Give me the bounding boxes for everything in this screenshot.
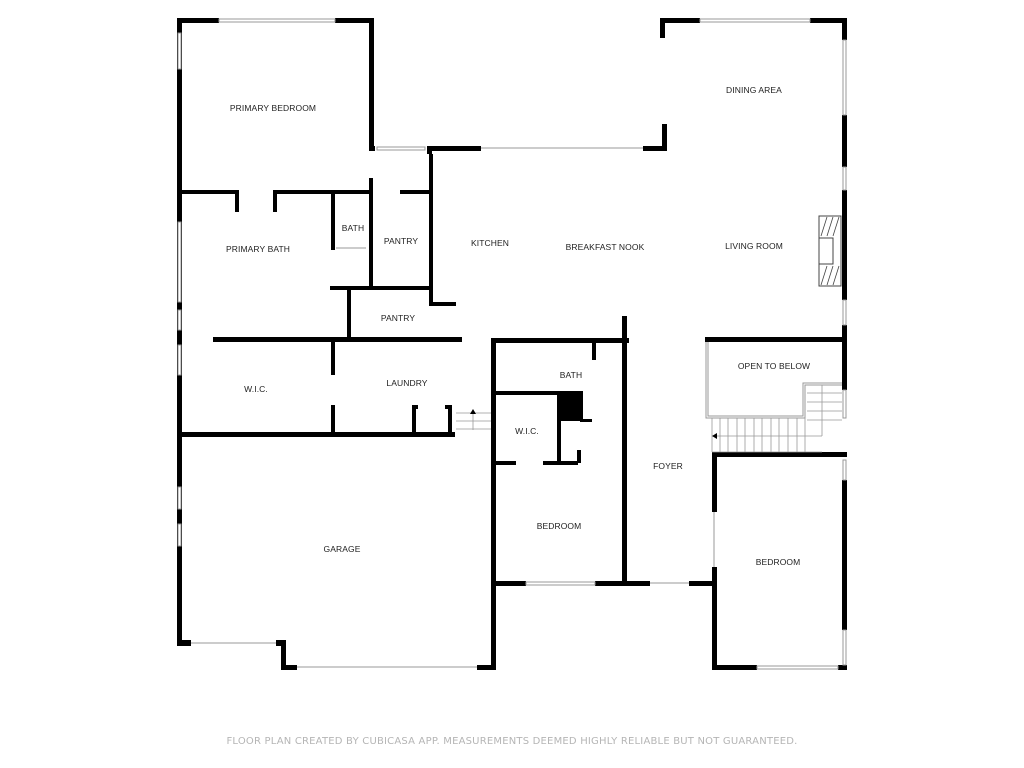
room-label-garage: GARAGE (323, 544, 361, 554)
doors (191, 147, 715, 668)
room-label-primary-bath: PRIMARY BATH (225, 244, 291, 254)
room-label-bedroom-mid: BEDROOM (536, 521, 582, 531)
arrow-icon (470, 409, 717, 439)
room-label-foyer: FOYER (653, 461, 683, 471)
room-label-kitchen: KITCHEN (470, 238, 510, 248)
room-label-breakfast-nook: BREAKFAST NOOK (565, 242, 645, 252)
room-label-bath-small: BATH (341, 223, 365, 233)
room-label-pantry-upper: PANTRY (383, 236, 419, 246)
windows (177, 18, 847, 670)
room-label-open-to-below: OPEN TO BELOW (737, 361, 811, 371)
room-label-pantry-lower: PANTRY (380, 313, 416, 323)
disclaimer-footer: FLOOR PLAN CREATED BY CUBICASA APP. MEAS… (226, 736, 798, 747)
room-label-laundry: LAUNDRY (386, 378, 428, 388)
room-label-bath-mid: BATH (559, 370, 583, 380)
room-label-wic-mid: W.I.C. (515, 426, 539, 436)
room-label-dining-area: DINING AREA (726, 85, 782, 95)
staircase-icon (456, 385, 842, 453)
room-label-wic-left: W.I.C. (244, 384, 268, 394)
room-label-living-room: LIVING ROOM (725, 241, 783, 251)
room-label-bedroom-right: BEDROOM (755, 557, 801, 567)
walls (177, 18, 847, 670)
room-label-primary-bedroom: PRIMARY BEDROOM (229, 103, 317, 113)
fireplace-icon (818, 215, 842, 287)
